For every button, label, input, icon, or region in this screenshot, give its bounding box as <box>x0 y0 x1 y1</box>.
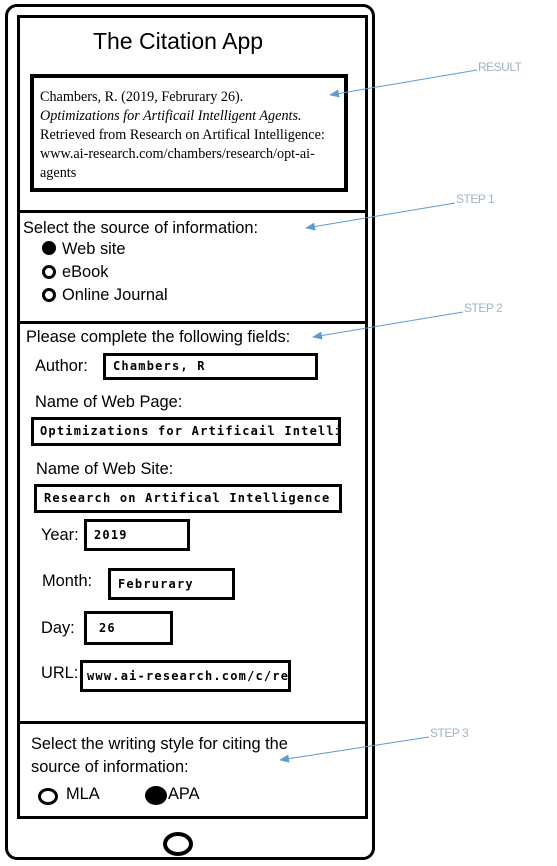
annotation-result: RESULT <box>478 60 522 74</box>
url-input[interactable]: www.ai-research.com/c/res <box>80 660 291 692</box>
radio-ebook[interactable] <box>42 265 56 279</box>
year-label: Year: <box>41 526 79 544</box>
annotation-step3: STEP 3 <box>430 726 469 740</box>
option-online-journal-label[interactable]: Online Journal <box>62 286 168 304</box>
radio-web-site[interactable] <box>42 241 56 255</box>
web-page-label: Name of Web Page: <box>35 393 183 411</box>
radio-apa[interactable] <box>145 786 167 805</box>
month-select[interactable]: Februrary <box>108 568 235 600</box>
option-ebook-label[interactable]: eBook <box>62 263 109 281</box>
day-label: Day: <box>41 619 75 637</box>
year-input[interactable]: 2019 <box>84 519 190 551</box>
style-prompt-line-2: source of information: <box>31 758 189 776</box>
style-prompt-line-1: Select the writing style for citing the <box>31 735 288 753</box>
result-line-5: agents <box>40 165 77 181</box>
day-input[interactable]: 26 <box>84 611 173 645</box>
radio-online-journal[interactable] <box>42 288 56 302</box>
url-label: URL: <box>41 664 79 682</box>
web-site-input[interactable]: Research on Artifical Intelligence <box>34 484 342 513</box>
app-title: The Citation App <box>92 28 264 54</box>
divider-step1 <box>17 210 368 213</box>
citation-result: Chambers, R. (2019, Februrary 26). Optim… <box>30 74 348 192</box>
phone-frame <box>5 4 375 860</box>
divider-step2 <box>17 321 368 324</box>
divider-step3 <box>17 721 368 724</box>
result-line-1: Chambers, R. (2019, Februrary 26). <box>40 89 244 105</box>
source-prompt: Select the source of information: <box>23 219 259 237</box>
web-site-label: Name of Web Site: <box>36 460 174 478</box>
radio-mla[interactable] <box>38 788 58 805</box>
month-label: Month: <box>42 572 93 590</box>
fields-prompt: Please complete the following fields: <box>26 328 291 346</box>
phone-screen <box>17 15 368 819</box>
web-page-input[interactable]: Optimizations for Artificail Intelligent… <box>31 417 341 446</box>
result-line-2: Optimizations for Artificail Intelligent… <box>40 108 302 124</box>
author-input[interactable]: Chambers, R <box>103 353 318 380</box>
home-button[interactable] <box>163 832 193 856</box>
side-mark <box>365 578 368 581</box>
annotation-step2: STEP 2 <box>464 301 503 315</box>
option-mla-label[interactable]: MLA <box>66 785 100 803</box>
author-label: Author: <box>35 357 88 375</box>
option-apa-label[interactable]: APA <box>168 785 200 803</box>
result-line-4: www.ai-research.com/chambers/research/op… <box>40 146 315 162</box>
option-web-site-label[interactable]: Web site <box>62 240 126 258</box>
annotation-step1: STEP 1 <box>456 192 495 206</box>
result-line-3: Retrieved from Research on Artifical Int… <box>40 127 325 143</box>
